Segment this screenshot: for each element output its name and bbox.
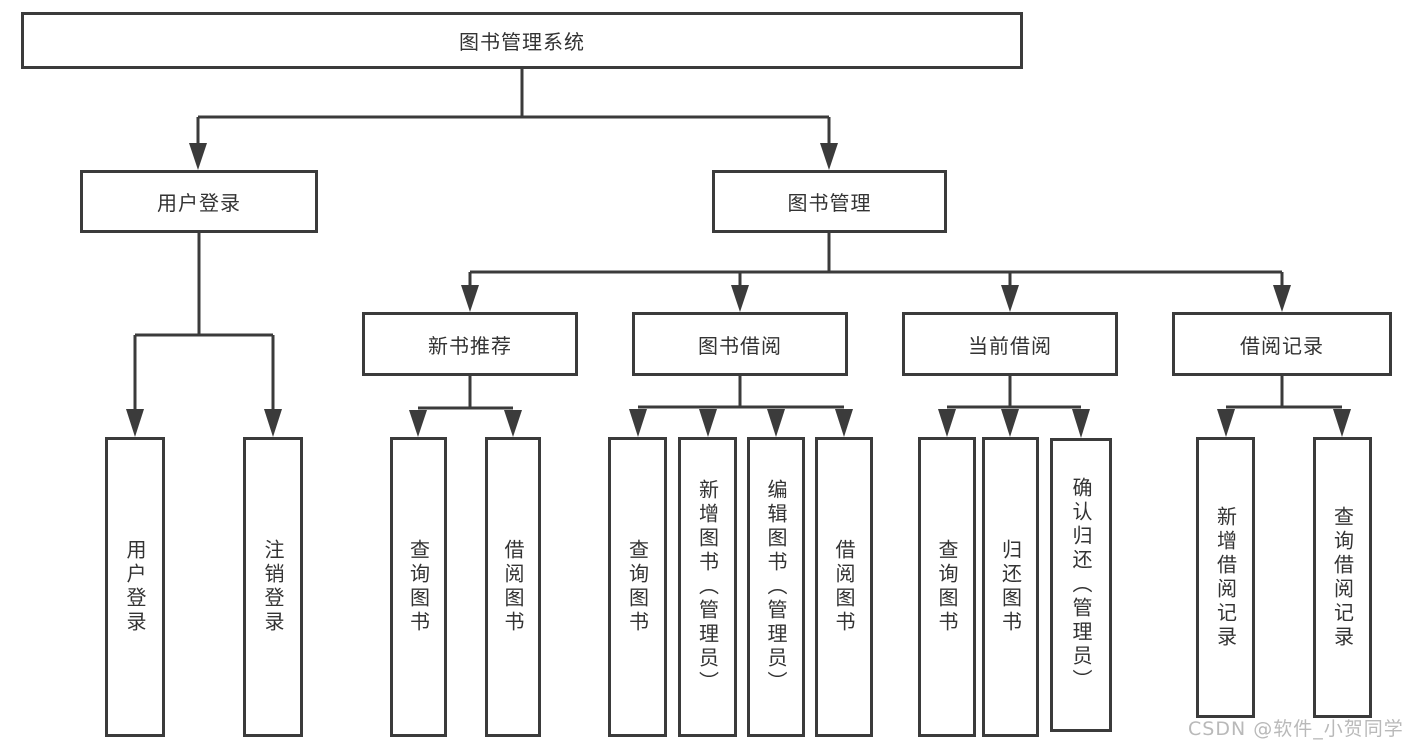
node-label: 查询图书 <box>935 539 959 635</box>
node-label: 图书管理 <box>787 191 872 215</box>
node-book-borrowing: 图书借阅 <box>632 312 848 376</box>
node-label: 新增图书（管理员） <box>695 479 720 695</box>
node-label: 借阅记录 <box>1240 333 1324 358</box>
leaf-confirm-return-admin: 确认归还（管理员） <box>1050 438 1112 732</box>
node-borrow-records: 借阅记录 <box>1172 312 1392 376</box>
node-label: 借阅图书 <box>832 539 856 635</box>
edge-book-borrowing-to-children <box>629 376 853 437</box>
node-label: 确认归还（管理员） <box>1069 477 1093 693</box>
edge-borrow-records-to-children <box>1217 376 1351 437</box>
node-label: 查询图书 <box>625 539 650 635</box>
node-book-management: 图书管理 <box>712 170 947 233</box>
leaf-user-login: 用户登录 <box>105 437 165 737</box>
node-label: 图书管理系统 <box>459 30 585 54</box>
leaf-query-books-recommend: 查询图书 <box>390 437 447 737</box>
node-root-library-management-system: 图书管理系统 <box>21 12 1023 69</box>
leaf-query-borrow-record: 查询借阅记录 <box>1313 437 1372 718</box>
leaf-logout: 注销登录 <box>243 437 303 737</box>
edge-new-book-recommend-to-children <box>409 376 522 437</box>
node-label: 查询图书 <box>406 539 431 635</box>
node-label: 当前借阅 <box>968 333 1052 358</box>
leaf-add-book-admin: 新增图书（管理员） <box>678 437 737 737</box>
edge-root-to-level2 <box>189 69 838 170</box>
leaf-borrow-books-recommend: 借阅图书 <box>485 437 541 737</box>
edge-user-login-to-children <box>126 233 282 437</box>
leaf-add-borrow-record: 新增借阅记录 <box>1196 437 1255 718</box>
leaf-query-books-borrowing: 查询图书 <box>608 437 667 737</box>
node-label: 查询借阅记录 <box>1330 505 1355 650</box>
node-label: 新增借阅记录 <box>1213 505 1238 650</box>
node-user-login: 用户登录 <box>80 170 318 233</box>
node-label: 注销登录 <box>261 539 285 635</box>
csdn-watermark: CSDN @软件_小贺同学 <box>1188 718 1404 740</box>
node-label: 编辑图书（管理员） <box>764 479 788 695</box>
leaf-return-book: 归还图书 <box>982 437 1039 737</box>
node-new-book-recommend: 新书推荐 <box>362 312 578 376</box>
node-label: 归还图书 <box>998 539 1023 635</box>
leaf-query-books-current: 查询图书 <box>918 437 976 737</box>
node-label: 用户登录 <box>123 539 147 635</box>
node-current-borrowing: 当前借阅 <box>902 312 1118 376</box>
node-label: 借阅图书 <box>501 539 525 635</box>
node-label: 图书借阅 <box>698 333 782 358</box>
edge-current-borrowing-to-children <box>938 376 1090 438</box>
node-label: 用户登录 <box>157 191 241 215</box>
leaf-edit-book-admin: 编辑图书（管理员） <box>747 437 805 737</box>
node-label: 新书推荐 <box>428 333 512 358</box>
leaf-borrow-books-borrowing: 借阅图书 <box>815 437 873 737</box>
edge-book-management-to-level3 <box>461 233 1291 312</box>
